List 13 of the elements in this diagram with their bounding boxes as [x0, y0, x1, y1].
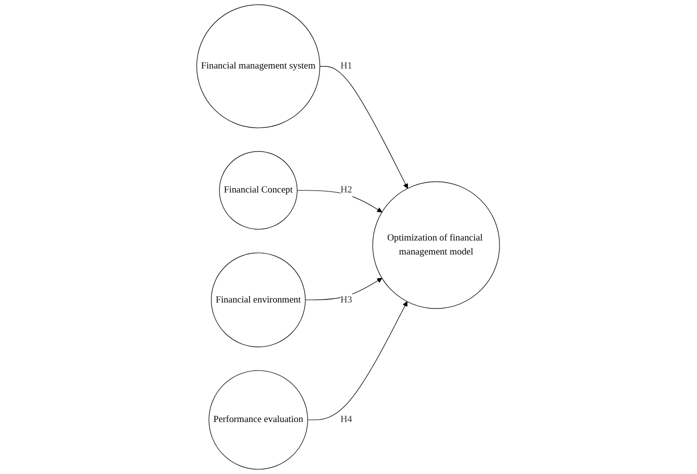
arrow: [305, 278, 383, 300]
edge-label: H3: [340, 294, 352, 305]
edge-label: H2: [340, 185, 352, 196]
edge-label: H1: [340, 60, 352, 72]
node-circle: Performance evaluation: [208, 370, 308, 470]
arrow: [297, 190, 383, 212]
node-circle: Financial Concept: [219, 151, 298, 230]
node-circle: Financial management system: [196, 4, 321, 128]
arrow: [320, 66, 408, 189]
arrow: [308, 301, 408, 420]
node-circle: Optimization of financial management model: [372, 181, 500, 309]
node-circle: Financial environment: [211, 252, 306, 348]
edge-label: H4: [340, 414, 352, 425]
